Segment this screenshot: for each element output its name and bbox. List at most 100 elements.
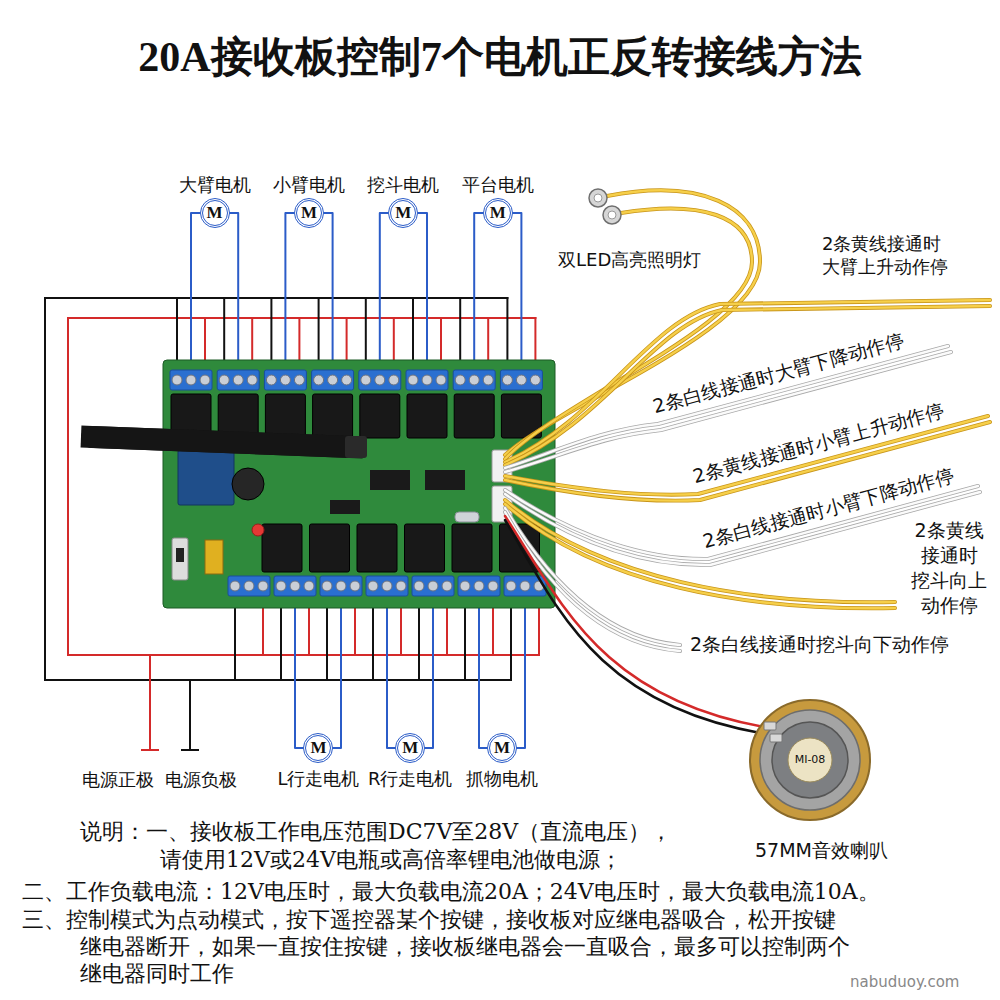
motor-name: 平台电机 (462, 174, 534, 196)
terminal-screw (322, 581, 332, 591)
motor-node: 小臂电机M (271, 174, 347, 228)
terminal-screw (469, 375, 479, 385)
relay (360, 394, 400, 438)
terminal-screw (414, 581, 424, 591)
terminal-screw (230, 581, 240, 591)
note-text: 三、控制模式为点动模式，按下遥控器某个按键，接收板对应继电器吸合，松开按键 继电… (0, 906, 995, 987)
terminal-screw (244, 581, 254, 591)
terminal-screw (460, 581, 470, 591)
terminal-screw (368, 581, 378, 591)
terminal-screw (219, 375, 229, 385)
negative-wire (45, 297, 507, 299)
led-lamp (589, 189, 607, 207)
receiver-board (163, 360, 555, 608)
negative-lead (189, 680, 191, 750)
white-wire (505, 508, 680, 645)
note-text: 说明：一、接收板工作电压范围DC7V至28V（直流电压）， 请使用12V或24V… (0, 818, 1000, 874)
yellow-wire (505, 300, 990, 462)
terminal-screw (530, 375, 540, 385)
motor-symbol: M (200, 198, 230, 228)
motor-node: 挖斗电机M (365, 174, 441, 228)
speaker-wire (505, 516, 770, 728)
white-wire (505, 512, 680, 651)
terminal-screw (290, 581, 300, 591)
positive-lead (149, 655, 151, 750)
inductor (232, 468, 264, 500)
chip (370, 470, 410, 490)
jumper (205, 540, 223, 574)
terminal-screw (389, 375, 399, 385)
yellow-wire (505, 209, 752, 459)
motor-name: 大臂电机 (179, 174, 251, 196)
terminal-screw (304, 581, 314, 591)
power-label: 电源负极 (165, 768, 237, 791)
motor-symbol: M (303, 733, 333, 763)
motor-name: 小臂电机 (273, 174, 345, 196)
motor-node: 大臂电机 M (177, 174, 253, 228)
led-lamp (603, 206, 621, 224)
motor-symbol: M (388, 198, 418, 228)
wire-note: 2条白线接通时大臂下降动作停 (650, 328, 907, 419)
antenna (92, 437, 352, 447)
motor-wire (479, 594, 525, 748)
terminal-block (312, 370, 354, 390)
terminal-screw (442, 581, 452, 591)
terminal-screw (336, 581, 346, 591)
switch-knob (176, 548, 184, 562)
dc-dc-module (178, 450, 234, 505)
chip (330, 500, 360, 514)
speaker-wire (505, 520, 766, 734)
motor-node: M R行走电机 (366, 733, 455, 790)
relay (310, 524, 350, 572)
terminal-screw (294, 375, 304, 385)
antenna-base (345, 436, 367, 458)
motor-letter: M (310, 739, 326, 757)
motor-symbol: M (487, 733, 517, 763)
terminal-screw (382, 581, 392, 591)
speaker-sticker (788, 738, 832, 782)
relay (313, 394, 353, 438)
terminal-screw (436, 375, 446, 385)
yellow-wire (505, 300, 990, 462)
motor-letter: M (207, 204, 223, 222)
terminal-screw (506, 581, 516, 591)
wire-note: 2条白线接通时挖斗向下动作停 (690, 632, 949, 657)
motor-wire (285, 213, 332, 372)
terminal-screw (396, 581, 406, 591)
positive-wire (68, 654, 539, 656)
motor-wire (191, 213, 238, 372)
yellow-wire (505, 209, 752, 459)
relay (407, 394, 447, 438)
negative-wire (44, 298, 46, 680)
motor-node: 平台电机 M (460, 174, 536, 228)
relay (454, 394, 494, 438)
terminal-block (366, 576, 408, 596)
terminal-screw (455, 375, 465, 385)
motor-wire (295, 594, 341, 748)
terminal-screw (483, 375, 493, 385)
antenna (92, 437, 352, 447)
positive-terminal (142, 749, 158, 751)
terminal-screw (328, 375, 338, 385)
terminal-screw (428, 581, 438, 591)
terminal-block (170, 370, 212, 390)
motor-symbol: M (294, 198, 324, 228)
terminal-screw (502, 375, 512, 385)
speaker-rim (760, 710, 860, 810)
motor-symbol: M (395, 733, 425, 763)
relay (262, 524, 302, 572)
terminal-screw (408, 375, 418, 385)
motor-letter: M (402, 739, 418, 757)
terminal-screw (186, 375, 196, 385)
terminal-screw (276, 581, 286, 591)
relay (357, 524, 397, 572)
terminal-block (359, 370, 401, 390)
terminal-screw (516, 375, 526, 385)
motor-name: R行走电机 (368, 768, 453, 790)
motor-letter: M (490, 204, 506, 222)
terminal-screw (233, 375, 243, 385)
terminal-screw (350, 581, 360, 591)
terminal-screw (280, 375, 290, 385)
wire-note: 2条黄线 接通时 挖斗向上 动作停 (903, 518, 995, 618)
